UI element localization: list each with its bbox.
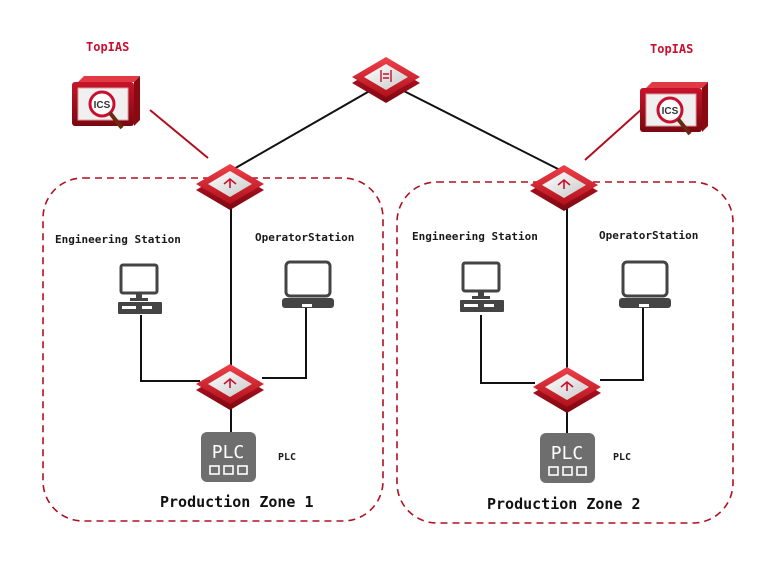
zone1-engineering-station-icon[interactable] (118, 263, 162, 314)
zone2-top-switch-icon[interactable] (530, 165, 598, 211)
zone2-engineering-label: Engineering Station (412, 230, 538, 243)
zone1-plc-icon[interactable]: PLC (201, 432, 256, 482)
link-zone1-eng (140, 315, 200, 382)
zone1-engineering-label: Engineering Station (55, 233, 181, 246)
zone2-engineering-station-icon[interactable] (460, 261, 504, 312)
link-zone1-op (262, 308, 307, 379)
toplas-right-label: TopIAS (650, 42, 694, 56)
link-ias-right (584, 107, 644, 161)
zone1-title: Production Zone 1 (160, 493, 314, 511)
zone2-plc-label: PLC (613, 452, 632, 463)
zone1-operator-station-icon[interactable] (282, 260, 334, 308)
zone1-operator-label: OperatorStation (255, 231, 355, 244)
zone2-title: Production Zone 2 (487, 495, 641, 513)
zone2-operator-label: OperatorStation (599, 229, 699, 242)
link-ias-left (149, 109, 209, 159)
link-zone2-eng (480, 315, 535, 384)
plc-badge-zone2: PLC (551, 443, 584, 464)
toplas-right-icon[interactable]: ICS (640, 82, 708, 136)
zone1-access-switch-icon[interactable] (196, 364, 264, 410)
link-core-to-zone1 (231, 84, 381, 171)
zone1-top-switch-icon[interactable] (196, 164, 264, 210)
plc-badge-zone1: PLC (212, 442, 245, 463)
zone1-plc-label: PLC (278, 452, 297, 463)
zone2-plc-icon[interactable]: PLC (540, 433, 595, 483)
link-core-to-zone2 (391, 84, 561, 171)
core-switch-icon[interactable] (352, 57, 420, 103)
toplas-left-label: TopIAS (86, 40, 130, 54)
zone2-operator-station-icon[interactable] (619, 260, 671, 308)
link-zone2-op (600, 308, 644, 381)
zone2-access-switch-icon[interactable] (533, 367, 601, 413)
ics-badge-right: ICS (662, 106, 679, 117)
ics-badge-left: ICS (94, 100, 111, 111)
toplas-left-icon[interactable]: ICS (72, 76, 140, 130)
zone-2-boundary (396, 181, 734, 524)
